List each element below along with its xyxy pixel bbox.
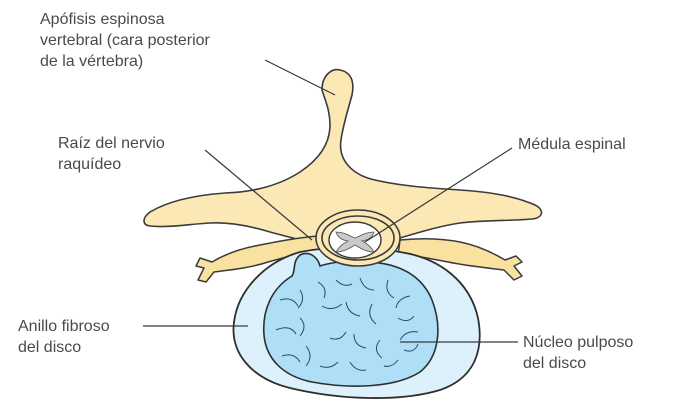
- label-annulus-line1: Anillo fibroso: [18, 316, 110, 337]
- label-annulus: Anillo fibroso del disco: [18, 316, 110, 358]
- label-nerve-root: Raíz del nervio raquídeo: [58, 133, 165, 175]
- label-spinous-process-line2: vertebral (cara posterior: [40, 30, 210, 51]
- label-nucleus: Núcleo pulposo del disco: [523, 332, 633, 374]
- label-spinous-process: Apófisis espinosa vertebral (cara poster…: [40, 9, 210, 72]
- label-spinal-cord: Médula espinal: [518, 134, 626, 155]
- label-nerve-root-line1: Raíz del nervio: [58, 133, 165, 154]
- label-annulus-line2: del disco: [18, 337, 110, 358]
- label-nucleus-line2: del disco: [523, 353, 633, 374]
- label-spinal-cord-line1: Médula espinal: [518, 134, 626, 155]
- label-nerve-root-line2: raquídeo: [58, 154, 165, 175]
- label-nucleus-line1: Núcleo pulposo: [523, 332, 633, 353]
- label-spinous-process-line3: de la vértebra): [40, 51, 210, 72]
- label-spinous-process-line1: Apófisis espinosa: [40, 9, 210, 30]
